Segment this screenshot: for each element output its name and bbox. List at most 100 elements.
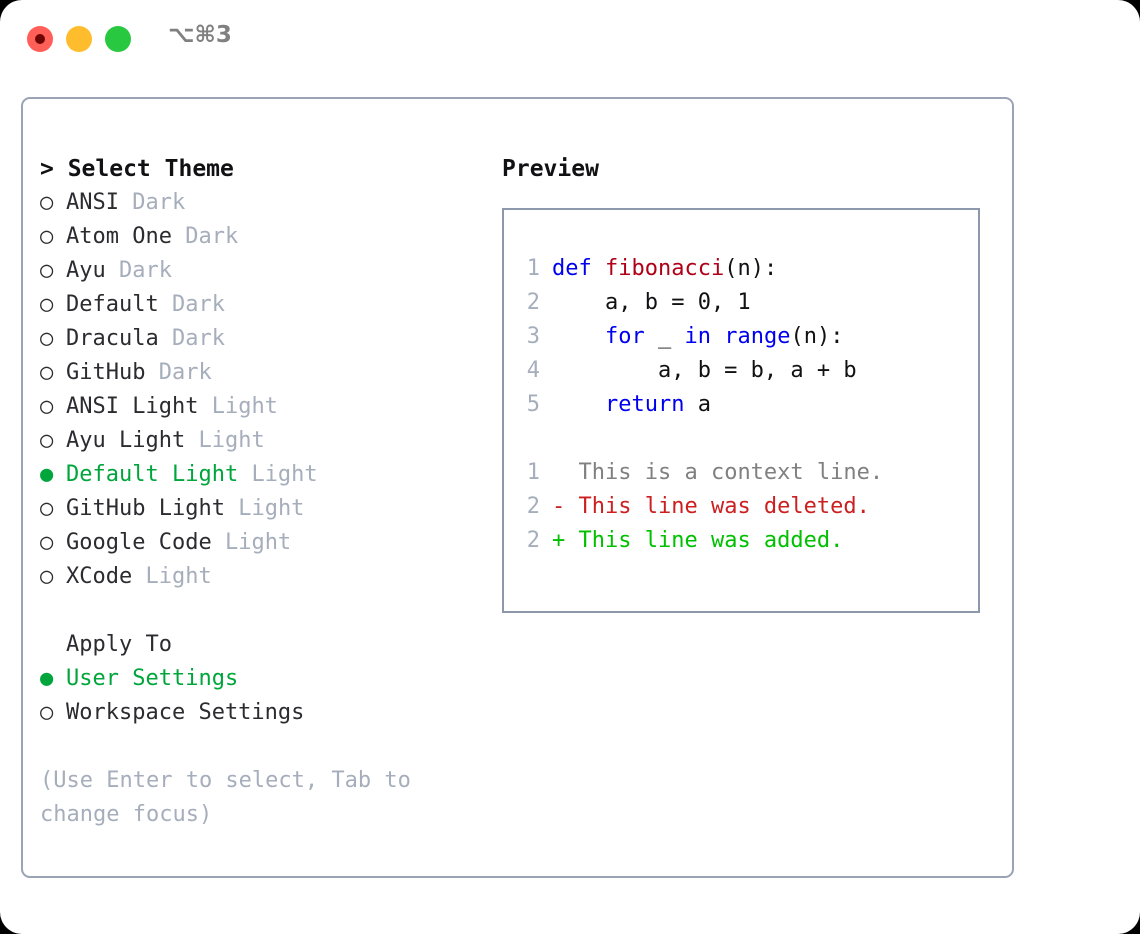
line-number: 1 [526,256,540,281]
theme-option-default-light[interactable]: ●Default Light Light [40,458,470,492]
diff-marker: - [552,494,579,519]
apply-to-header: Apply To [66,632,172,657]
code-token: (n): [724,256,778,281]
code-token: in [684,324,711,349]
title-bar: ⌥⌘3 [0,0,1140,78]
label-separator [198,394,211,419]
maximize-button[interactable] [105,26,131,52]
code-line: 3 for _ in range(n): [512,320,974,354]
diff-sample: 1 This is a context line.2- This line wa… [512,456,974,558]
diff-text: This line was added. [578,528,844,553]
code-token [552,324,605,349]
radio-unselected-icon: ○ [40,530,54,555]
label-separator [132,564,145,589]
theme-option-label: GitHub Light [66,496,225,521]
radio-selected-icon: ● [40,462,54,487]
line-number: 2 [526,290,540,315]
theme-option-google-code[interactable]: ○ Google Code Light [40,526,470,560]
theme-option-label: Atom One [66,224,172,249]
label-separator [159,292,172,317]
theme-category-label: Dark [119,258,172,283]
code-token: _ [644,324,685,349]
code-token: def [552,256,605,281]
theme-option-dracula[interactable]: ○ Dracula Dark [40,322,470,356]
code-token: a, b = b, a + b [552,358,857,383]
diff-text: This line was deleted. [578,494,870,519]
apply-to-option-label: Workspace Settings [66,700,305,725]
theme-option-label: GitHub [66,360,146,385]
theme-option-ayu-light[interactable]: ○Ayu Light Light [40,424,470,458]
keyboard-shortcut-label: ⌥⌘3 [168,22,232,48]
theme-option-atom-one[interactable]: ○ Atom One Dark [40,220,470,254]
line-number: 2 [526,528,540,553]
radio-unselected-icon: ○ [40,496,54,521]
apply-to-option-user-settings[interactable]: ●User Settings [40,662,470,696]
radio-unselected-icon: ○ [40,700,54,725]
theme-option-ansi-light[interactable]: ○ ANSI Light Light [40,390,470,424]
label-separator [106,258,119,283]
code-line: 2 a, b = 0, 1 [512,286,974,320]
theme-option-xcode[interactable]: ○ XCode Light [40,560,470,594]
theme-category-label: Light [145,564,212,589]
radio-unselected-icon: ○ [40,428,54,453]
theme-category-label: Light [211,394,278,419]
radio-unselected-icon: ○ [40,258,54,283]
minimize-button[interactable] [66,26,92,52]
radio-unselected-icon: ○ [40,292,54,317]
radio-unselected-icon: ○ [40,394,54,419]
theme-option-ansi[interactable]: ○ANSI Dark [40,186,470,220]
theme-category-label: Light [224,530,292,555]
code-line: 5 return a [512,388,974,422]
theme-category-label: Light [251,462,318,487]
radio-unselected-icon: ○ [40,360,54,385]
line-number: 5 [526,392,540,417]
code-token [711,324,724,349]
apply-to-section: Apply To ●User Settings ○ Workspace Settin… [40,628,470,730]
radio-unselected-icon: ○ [40,564,54,589]
theme-option-ayu[interactable]: ○Ayu Dark [40,254,470,288]
line-number: 2 [526,494,540,519]
theme-category-label: Dark [171,326,225,351]
label-separator [159,326,172,351]
theme-option-label: ANSI Light [66,394,199,419]
label-separator [225,496,238,521]
diff-marker: + [552,528,579,553]
radio-unselected-icon: ○ [40,190,54,215]
line-number: 3 [526,324,540,349]
label-separator [185,428,198,453]
theme-list: ○ANSI Dark○Atom One Dark○Ayu Dark○Defaul… [40,186,470,594]
keyboard-hint-text: (Use Enter to select, Tab to change focu… [40,768,425,827]
code-token: a, b = 0, 1 [552,290,751,315]
code-token: range [724,324,791,349]
theme-category-label: Light [238,496,305,521]
close-button[interactable] [27,26,53,52]
radio-unselected-icon: ○ [40,326,54,351]
diff-marker [552,460,579,485]
theme-option-label: Dracula [66,326,159,351]
code-token: a [684,392,711,417]
line-number: 1 [526,460,540,485]
radio-selected-icon: ● [40,666,54,691]
theme-option-default[interactable]: ○Default Dark [40,288,470,322]
code-token [552,392,605,417]
diff-line-del: 2- This line was deleted. [512,490,974,524]
label-separator [238,462,251,487]
theme-category-label: Dark [185,224,239,249]
theme-option-github[interactable]: ○GitHub Dark [40,356,470,390]
label-separator [145,360,158,385]
theme-category-label: Dark [171,292,225,317]
select-theme-title: > Select Theme [40,156,234,182]
label-separator [172,224,185,249]
radio-unselected-icon: ○ [40,224,54,249]
preview-title: Preview [502,156,599,182]
theme-option-label: XCode [66,564,133,589]
apply-to-option-workspace-settings[interactable]: ○ Workspace Settings [40,696,470,730]
theme-option-github-light[interactable]: ○ GitHub Light Light [40,492,470,526]
theme-option-label: Google Code [66,530,212,555]
label-separator [212,530,225,555]
theme-picker-panel: > Select Theme ○ANSI Dark○Atom One Dark○… [21,97,1014,878]
